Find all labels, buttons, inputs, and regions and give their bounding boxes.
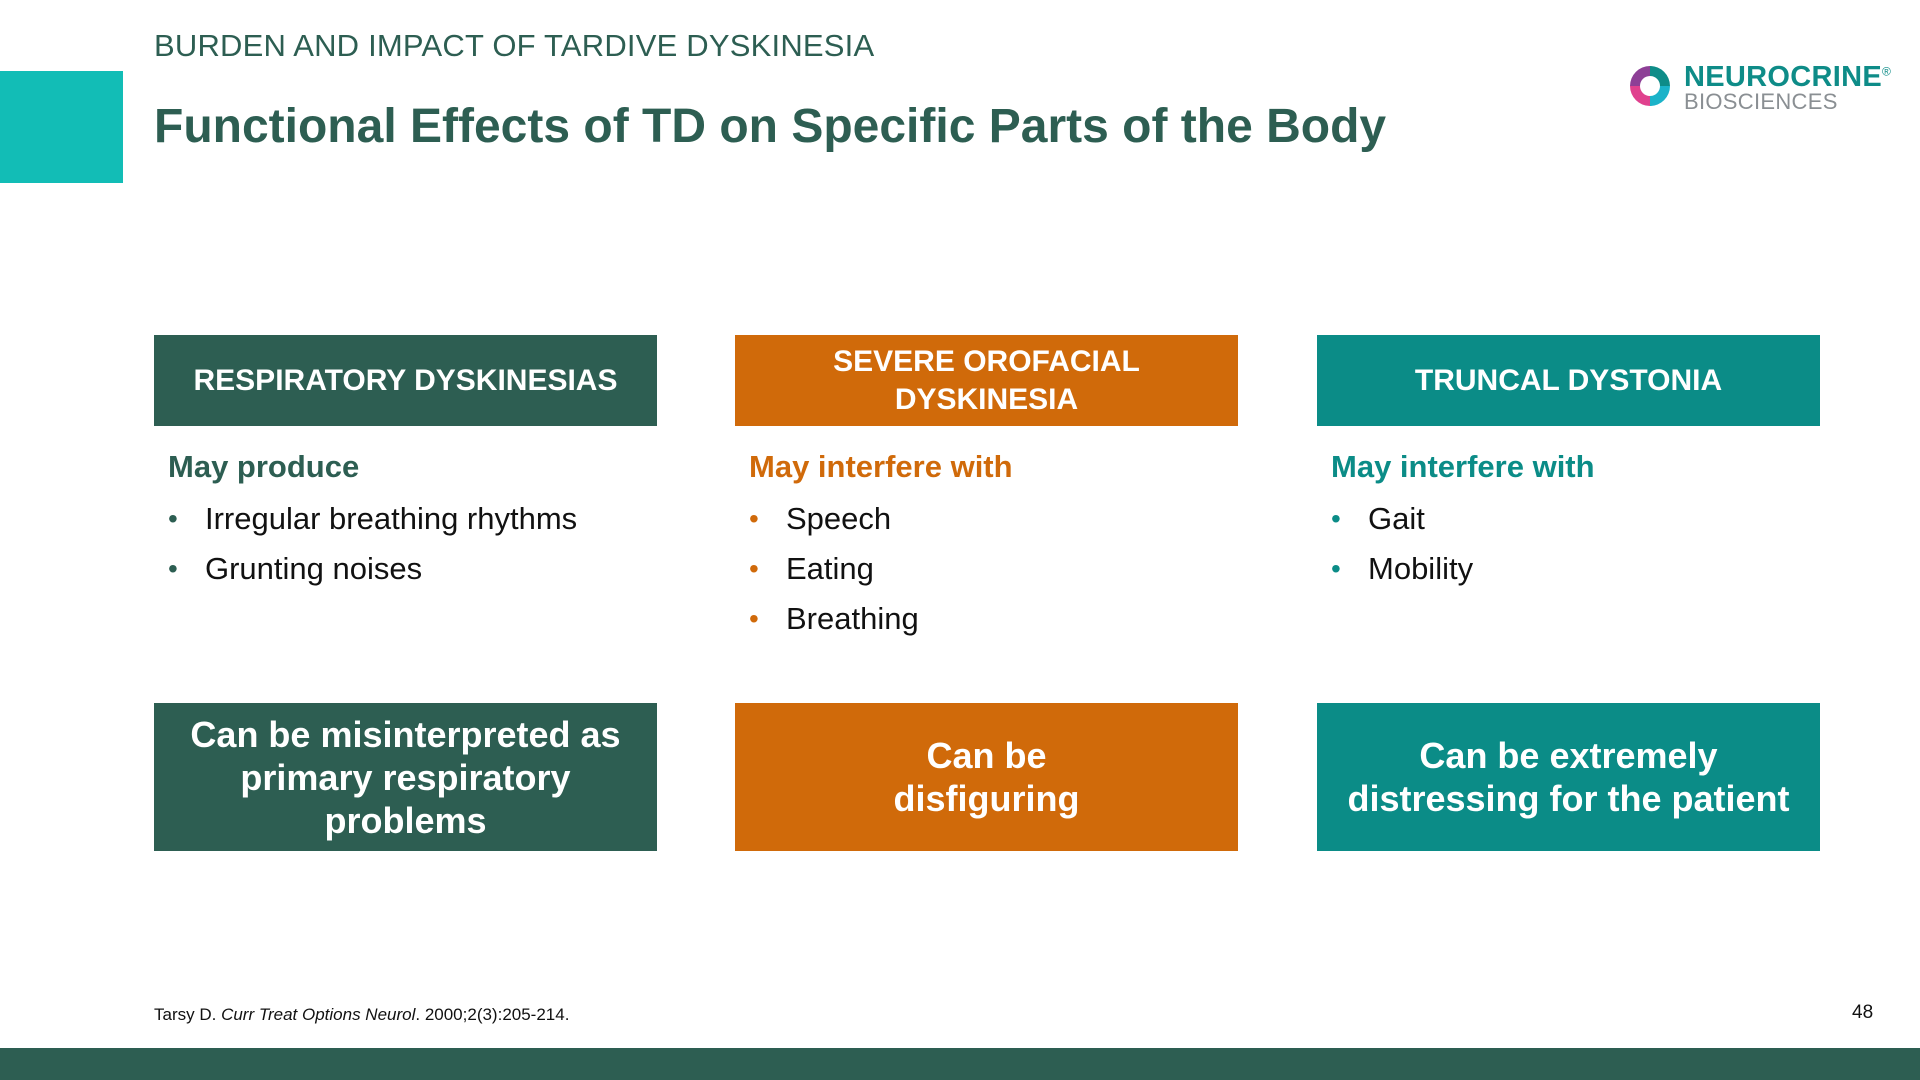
bullet-icon: • [749,503,759,534]
bullet-list: • Speech • Eating • Breathing [735,494,1238,644]
bullet-icon: • [168,553,178,584]
bullet-text: Irregular breathing rhythms [205,501,578,536]
column-truncal: TRUNCAL DYSTONIA May interfere with • Gai… [1317,335,1820,594]
neurocrine-logo: NEUROCRINE® BIOSCIENCES [1626,61,1896,114]
column-intro: May produce [168,449,360,484]
bullet-item: • Gait [1331,494,1820,544]
bullet-text: Grunting noises [205,551,423,586]
column-intro: May interfere with [1331,449,1595,484]
bullet-item: • Speech [749,494,1238,544]
logo-subword: BIOSCIENCES [1684,89,1838,114]
page-number: 48 [1852,1002,1874,1023]
bullet-text: Mobility [1368,551,1474,586]
summary-box-orofacial: Can be disfiguring [735,703,1238,851]
citation-author: Tarsy D. [154,1005,222,1024]
column-respiratory: RESPIRATORY DYSKINESIAS May produce • Irr… [154,335,657,594]
bullet-icon: • [1331,553,1341,584]
bullet-item: • Mobility [1331,544,1820,594]
bullet-item: • Breathing [749,594,1238,644]
column-intro: May interfere with [749,449,1013,484]
bullet-icon: • [749,603,759,634]
bullet-icon: • [749,553,759,584]
neurocrine-swirl-icon [1628,64,1672,108]
column-header: RESPIRATORY DYSKINESIAS [154,335,657,426]
bullet-text: Breathing [786,601,919,636]
page-title: Functional Effects of TD on Specific Par… [154,100,1387,153]
bullet-list: • Irregular breathing rhythms • Grunting n… [154,494,657,594]
citation-details: . 2000;2(3):205-214. [415,1005,570,1024]
section-label: BURDEN AND IMPACT OF TARDIVE DYSKINESIA [154,28,875,63]
bullet-icon: • [168,503,178,534]
bullet-text: Eating [786,551,874,586]
logo-wordmark: NEUROCRINE® [1684,61,1892,93]
column-header: TRUNCAL DYSTONIA [1317,335,1820,426]
trademark-symbol: ® [1881,64,1892,79]
footer-bar [0,1048,1920,1080]
summary-box-respiratory: Can be misinterpreted as primary respira… [154,703,657,851]
bullet-item: • Irregular breathing rhythms [168,494,657,544]
bullet-icon: • [1331,503,1341,534]
bullet-text: Speech [786,501,892,536]
accent-block [0,71,123,183]
column-header: SEVERE OROFACIAL DYSKINESIA [735,335,1238,426]
bullet-list: • Gait • Mobility [1317,494,1820,594]
bullet-item: • Eating [749,544,1238,594]
citation-journal: Curr Treat Options Neurol [221,1005,416,1024]
bullet-item: • Grunting noises [168,544,657,594]
summary-box-truncal: Can be extremely distressing for the pat… [1317,703,1820,851]
column-orofacial: SEVERE OROFACIAL DYSKINESIA May interfer… [735,335,1238,644]
citation: Tarsy D. Curr Treat Options Neurol. 2000… [154,1005,569,1025]
bullet-text: Gait [1368,501,1425,536]
